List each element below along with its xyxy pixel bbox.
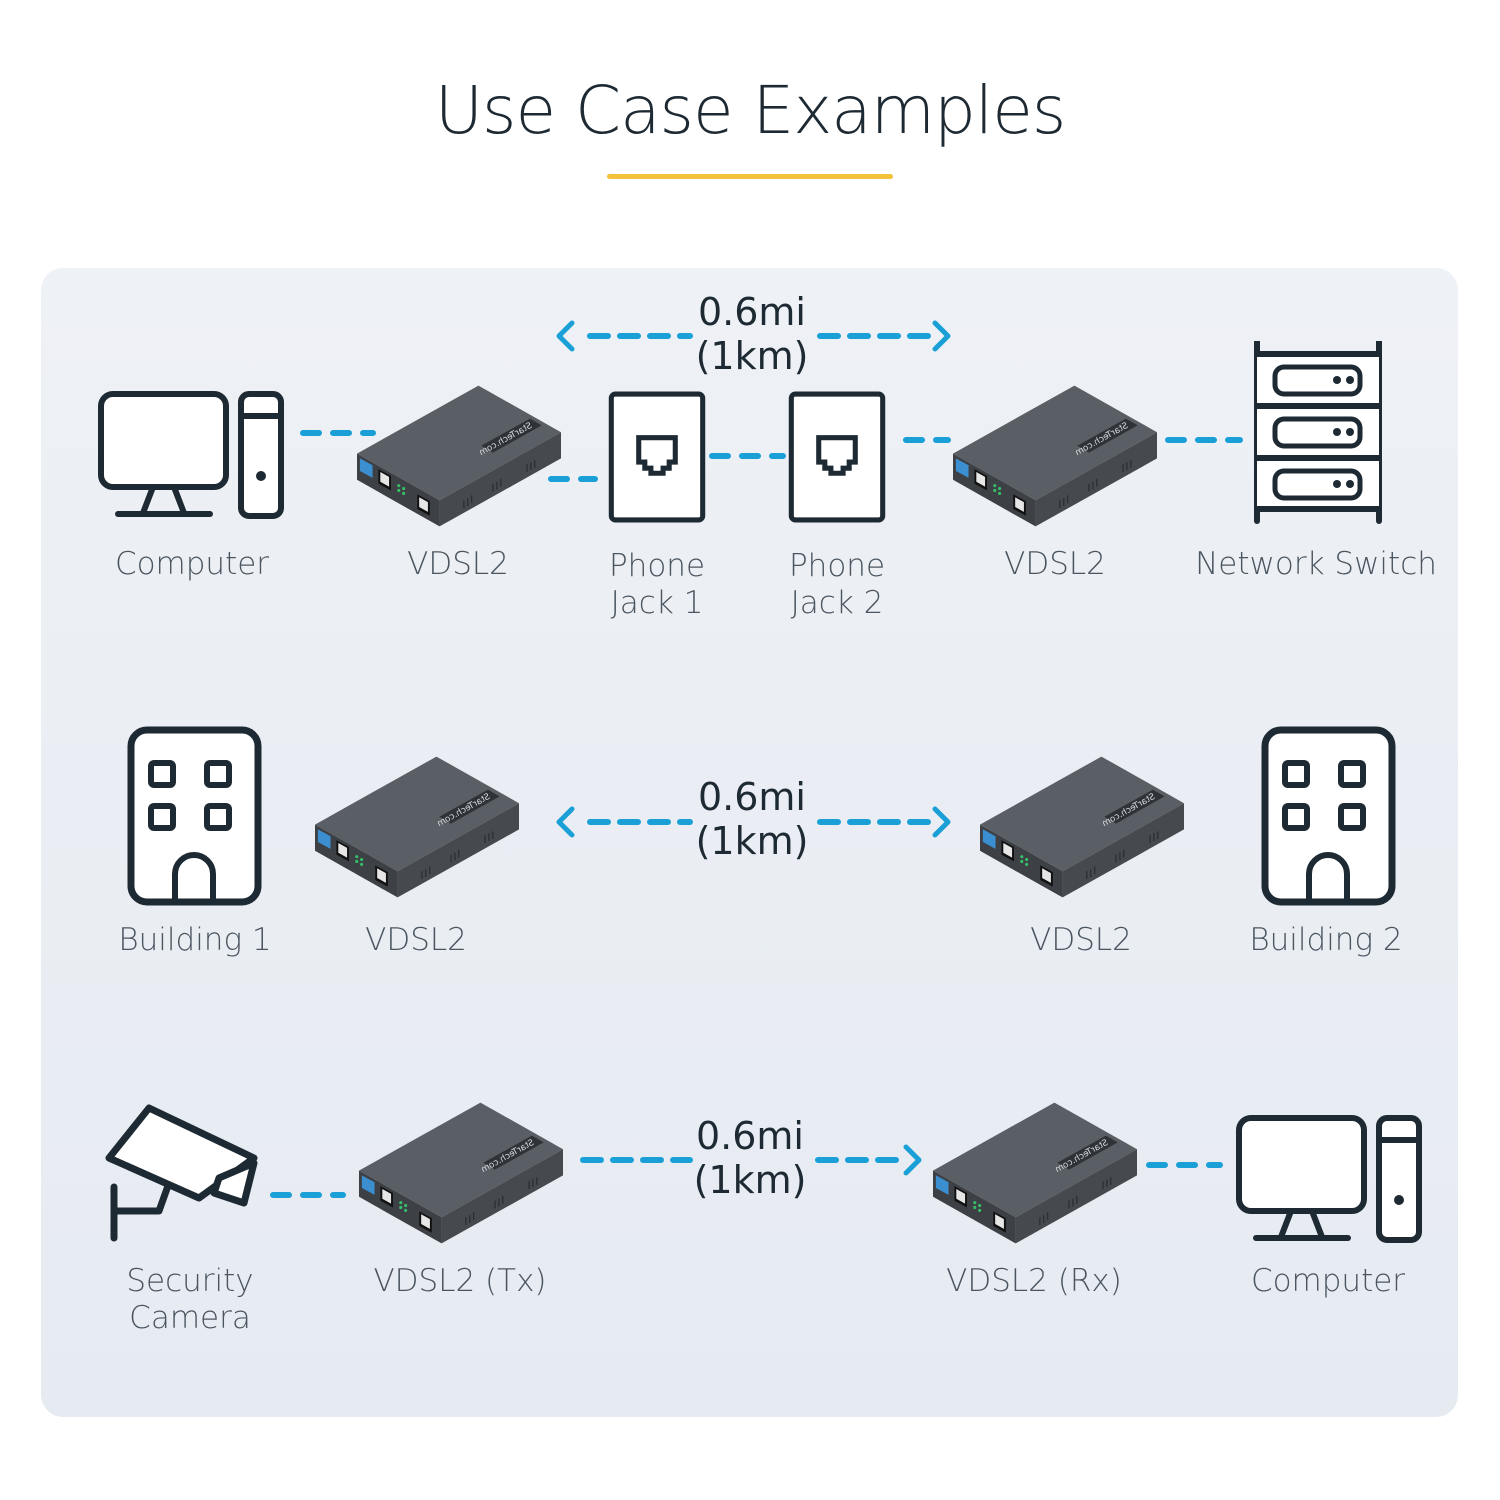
distance-km: (1km) [695,819,809,863]
node-label-phone-jack-2: Phone Jack 2 [757,548,917,622]
vdsl2-device-icon [980,756,1184,898]
arrowhead-left-1 [556,320,575,352]
label-line: Jack 2 [790,585,884,621]
node-label-vdsl2-rx: VDSL2 (Rx) [946,1263,1122,1299]
distance-label-2: 0.6mi (1km) [652,775,852,863]
node-label-vdsl2: VDSL2 [1004,546,1106,582]
node-label-vdsl2: VDSL2 [365,922,467,958]
page-title: Use Case Examples [434,72,1067,149]
vdsl2-device-icon [359,1102,563,1244]
node-label-network-switch: Network Switch [1195,546,1437,582]
vdsl2-device-icon [953,385,1157,527]
distance-km: (1km) [693,1158,807,1202]
distance-label-1: 0.6mi (1km) [652,290,852,378]
phone-jack-icon [608,391,706,523]
arrowhead-left-2 [556,806,575,838]
node-label-security-camera: Security Camera [90,1263,290,1337]
node-label-computer: Computer [1250,1263,1406,1299]
phone-jack-icon [788,391,886,523]
label-line: Phone [788,548,886,584]
node-label-vdsl2-tx: VDSL2 (Tx) [373,1263,547,1299]
building-icon [127,726,262,906]
computer-icon [1236,1115,1426,1245]
security-camera-icon [104,1103,264,1248]
arrowhead-right-3 [903,1144,922,1176]
arrowhead-right-1 [932,320,951,352]
node-label-building-2: Building 2 [1249,922,1403,958]
node-label-vdsl2: VDSL2 [1030,922,1132,958]
label-line: Camera [129,1300,251,1336]
arrowhead-right-2 [932,806,951,838]
distance-km: (1km) [695,334,809,378]
computer-icon [98,391,288,521]
node-label-building-1: Building 1 [118,922,272,958]
node-label-computer: Computer [114,546,270,582]
label-line: Jack 1 [610,585,704,621]
distance-miles: 0.6mi [697,775,806,819]
vdsl2-device-icon [357,385,561,527]
distance-miles: 0.6mi [695,1114,804,1158]
distance-miles: 0.6mi [697,290,806,334]
label-line: Security [126,1263,254,1299]
node-label-vdsl2: VDSL2 [407,546,509,582]
vdsl2-device-icon [933,1102,1137,1244]
network-switch-icon [1253,341,1383,526]
vdsl2-device-icon [315,756,519,898]
distance-label-3: 0.6mi (1km) [650,1114,850,1202]
node-label-phone-jack-1: Phone Jack 1 [577,548,737,622]
title-underline [607,174,893,179]
label-line: Phone [608,548,706,584]
building-icon [1261,726,1396,906]
